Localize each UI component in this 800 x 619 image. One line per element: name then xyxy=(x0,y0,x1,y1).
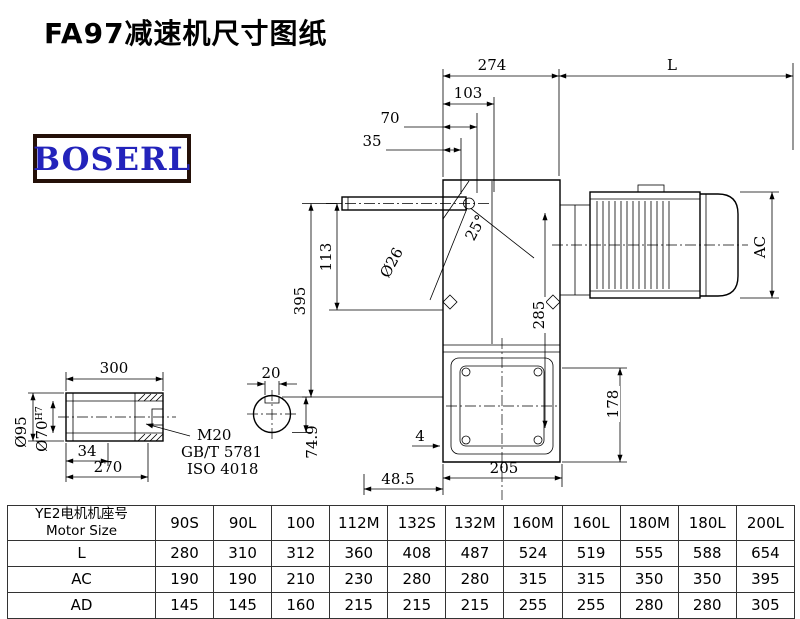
note-gbt-label: GB/T 5781 xyxy=(181,443,262,461)
dim-178-label: 178 xyxy=(604,390,622,419)
table-cell: 280 xyxy=(387,565,447,593)
table-cell: 588 xyxy=(677,539,737,567)
reducer-housing xyxy=(442,179,561,500)
table-cell: 280 xyxy=(677,591,737,619)
dim-48_5-label: 48.5 xyxy=(381,470,414,488)
dim-d26-label: Ø26 xyxy=(376,245,407,281)
dim-274-label: 274 xyxy=(478,56,507,74)
dim-395-label: 395 xyxy=(291,287,309,316)
dim-25deg-label: 25° xyxy=(461,212,489,244)
table-cell: 315 xyxy=(561,565,621,593)
dim-103-label: 103 xyxy=(454,84,483,102)
size-column-header: 160M xyxy=(503,505,563,541)
table-cell: 524 xyxy=(503,539,563,567)
table-cell: 654 xyxy=(735,539,796,567)
dim-4-label: 4 xyxy=(415,427,425,445)
table-cell: 305 xyxy=(735,591,796,619)
motor-size-header-en: Motor Size xyxy=(45,522,117,539)
table-cell: 230 xyxy=(329,565,389,593)
note-m20-label: M20 xyxy=(197,426,231,444)
size-column-header: 132M xyxy=(445,505,505,541)
dim-L-label: L xyxy=(667,56,677,74)
dimension-drawing: 274 L 103 70 35 25° Ø26 395 113 285 AC xyxy=(12,56,794,500)
dim-285-label: 285 xyxy=(530,301,548,330)
dim-d95-label: Ø95 xyxy=(12,416,30,447)
size-column-header: 90S xyxy=(154,505,215,541)
table-cell: 487 xyxy=(445,539,505,567)
dimensions-main: 274 L 103 70 35 25° Ø26 395 113 285 AC xyxy=(291,56,794,495)
size-column-header: 100 xyxy=(271,505,331,541)
dim-20-label: 20 xyxy=(261,364,280,382)
table-cell: 280 xyxy=(445,565,505,593)
table-cell: 255 xyxy=(503,591,563,619)
dim-d70-label: Ø70H7 xyxy=(33,406,51,452)
row-label: AD xyxy=(7,591,156,619)
table-cell: 210 xyxy=(271,565,331,593)
motor-size-header-cn: YE2电机机座号 xyxy=(35,506,128,522)
table-cell: 350 xyxy=(677,565,737,593)
dim-34-label: 34 xyxy=(77,442,96,460)
dim-35-label: 35 xyxy=(362,132,381,150)
size-column-header: 180M xyxy=(619,505,679,541)
table-cell: 315 xyxy=(503,565,563,593)
dim-205-label: 205 xyxy=(490,459,519,477)
shaft-detail-view: 300 Ø95 Ø70H7 34 270 M20 GB/T 5781 ISO 4… xyxy=(12,359,262,482)
dim-AC-label: AC xyxy=(751,236,769,259)
page-title: FA97减速机尺寸图纸 xyxy=(44,17,328,50)
table-cell: 190 xyxy=(213,565,273,593)
size-column-header: 200L xyxy=(735,505,796,541)
size-column-header: 112M xyxy=(329,505,389,541)
table-cell: 145 xyxy=(213,591,273,619)
table-cell: 145 xyxy=(154,591,215,619)
table-cell: 255 xyxy=(561,591,621,619)
shaft-section-view: 20 74.9 xyxy=(247,364,321,459)
thread-hatch xyxy=(137,393,164,442)
table-cell: 215 xyxy=(329,591,389,619)
size-column-header: 160L xyxy=(561,505,621,541)
brand-logo-text: BOSERL xyxy=(32,139,192,178)
row-label: L xyxy=(7,539,156,567)
dim-270-label: 270 xyxy=(94,458,123,476)
row-label: AC xyxy=(7,565,156,593)
table-cell: 519 xyxy=(561,539,621,567)
input-shaft xyxy=(326,196,535,301)
brand-logo: BOSERL xyxy=(33,134,191,183)
table-row-AD: AD 145 145 160 215 215 215 255 255 280 2… xyxy=(7,591,796,619)
table-cell: 555 xyxy=(619,539,679,567)
table-cell: 280 xyxy=(619,591,679,619)
motor-size-table: YE2电机机座号 Motor Size 90S 90L 100 112M 132… xyxy=(7,505,796,619)
table-cell: 215 xyxy=(387,591,447,619)
size-column-header: 132S xyxy=(387,505,447,541)
table-header-row: YE2电机机座号 Motor Size 90S 90L 100 112M 132… xyxy=(7,505,796,541)
table-cell: 310 xyxy=(213,539,273,567)
table-cell: 160 xyxy=(271,591,331,619)
table-row-L: L 280 310 312 360 408 487 524 519 555 58… xyxy=(7,539,796,567)
dim-113-label: 113 xyxy=(317,243,335,272)
dim-300-label: 300 xyxy=(100,359,129,377)
table-cell: 350 xyxy=(619,565,679,593)
table-row-AC: AC 190 190 210 230 280 280 315 315 350 3… xyxy=(7,565,796,593)
table-cell: 190 xyxy=(154,565,215,593)
table-cell: 360 xyxy=(329,539,389,567)
note-iso-label: ISO 4018 xyxy=(187,460,258,478)
dim-74_9-label: 74.9 xyxy=(303,425,321,458)
table-cell: 312 xyxy=(271,539,331,567)
size-column-header: 90L xyxy=(213,505,273,541)
table-cell: 408 xyxy=(387,539,447,567)
motor-size-header-cell: YE2电机机座号 Motor Size xyxy=(7,505,156,541)
dim-70-label: 70 xyxy=(380,109,399,127)
size-column-header: 180L xyxy=(677,505,737,541)
table-cell: 395 xyxy=(735,565,796,593)
table-cell: 215 xyxy=(445,591,505,619)
motor xyxy=(552,184,748,299)
table-cell: 280 xyxy=(154,539,215,567)
